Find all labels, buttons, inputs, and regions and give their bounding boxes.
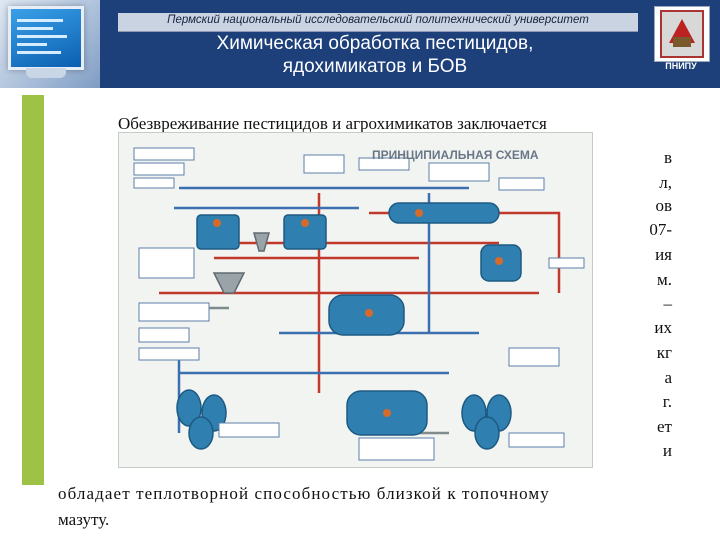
- hopper-2: [212, 272, 246, 294]
- tank-top-horizontal: [388, 202, 500, 224]
- pump-1: [213, 219, 221, 227]
- text-line-last: обладает теплотворной способностью близк…: [58, 484, 550, 503]
- label-box: [303, 154, 345, 174]
- label-box: [428, 162, 490, 182]
- label-box: [138, 247, 195, 279]
- text-fragment: л,: [659, 173, 672, 192]
- university-name: Пермский национальный исследовательский …: [167, 14, 589, 26]
- text-fragment: и: [662, 441, 672, 460]
- pipe-red: [369, 211, 561, 293]
- barrel-left-1: [176, 389, 202, 427]
- pump-4: [365, 309, 373, 317]
- text-fragment: г.: [662, 392, 672, 411]
- pump-6: [495, 257, 503, 265]
- text-fragment: ет: [657, 417, 672, 436]
- slide-title: Химическая обработка пестицидов, ядохими…: [105, 32, 645, 78]
- label-box: [218, 422, 280, 438]
- university-logo: [654, 6, 710, 62]
- label-box: [508, 347, 560, 367]
- barrel-right-3: [474, 416, 500, 450]
- side-accent-stripe: [22, 95, 44, 485]
- scheme-drawing: [133, 147, 585, 461]
- logo-emblem-icon: [660, 10, 704, 58]
- scheme-title: ПРИНЦИПИАЛЬНАЯ СХЕМА: [372, 148, 539, 162]
- label-box: [358, 157, 410, 171]
- label-box: [138, 302, 210, 322]
- monitor-stand: [26, 68, 66, 78]
- text-fragment: кг: [656, 343, 672, 362]
- label-box: [133, 162, 185, 176]
- monitor-icon: [8, 6, 84, 70]
- label-box: [498, 177, 545, 191]
- text-fragment: а: [664, 368, 672, 387]
- header-decoration: [0, 0, 100, 88]
- text-fragment: 07-: [649, 220, 672, 239]
- hopper-1: [253, 232, 270, 252]
- tank-p2: [283, 214, 327, 250]
- pump-3: [415, 209, 423, 217]
- pump-2: [301, 219, 309, 227]
- text-fragment: в: [663, 148, 672, 167]
- label-box: [138, 347, 200, 361]
- text-fragment: ия: [655, 245, 672, 264]
- label-box: [548, 257, 585, 269]
- logo-caption: ПНИПУ: [665, 61, 697, 71]
- text-line-end: мазуту.: [58, 510, 110, 529]
- text-line-first: Обезвреживание пестицидов и агрохимикато…: [118, 114, 547, 133]
- label-box: [133, 177, 175, 189]
- pump-5: [383, 409, 391, 417]
- process-scheme: [118, 132, 593, 468]
- text-fragment: –: [663, 294, 673, 313]
- barrel-left-3: [188, 416, 214, 450]
- title-line-1: Химическая обработка пестицидов,: [216, 33, 534, 54]
- label-box: [358, 437, 435, 461]
- text-fragment: ов: [655, 196, 672, 215]
- label-box: [133, 147, 195, 161]
- label-box: [508, 432, 565, 448]
- text-fragment: их: [654, 318, 672, 337]
- text-fragment: м.: [656, 270, 672, 289]
- title-line-2: ядохимикатов и БОВ: [282, 56, 468, 77]
- label-box: [138, 327, 190, 343]
- tank-p1: [196, 214, 240, 250]
- university-bar: [118, 13, 638, 32]
